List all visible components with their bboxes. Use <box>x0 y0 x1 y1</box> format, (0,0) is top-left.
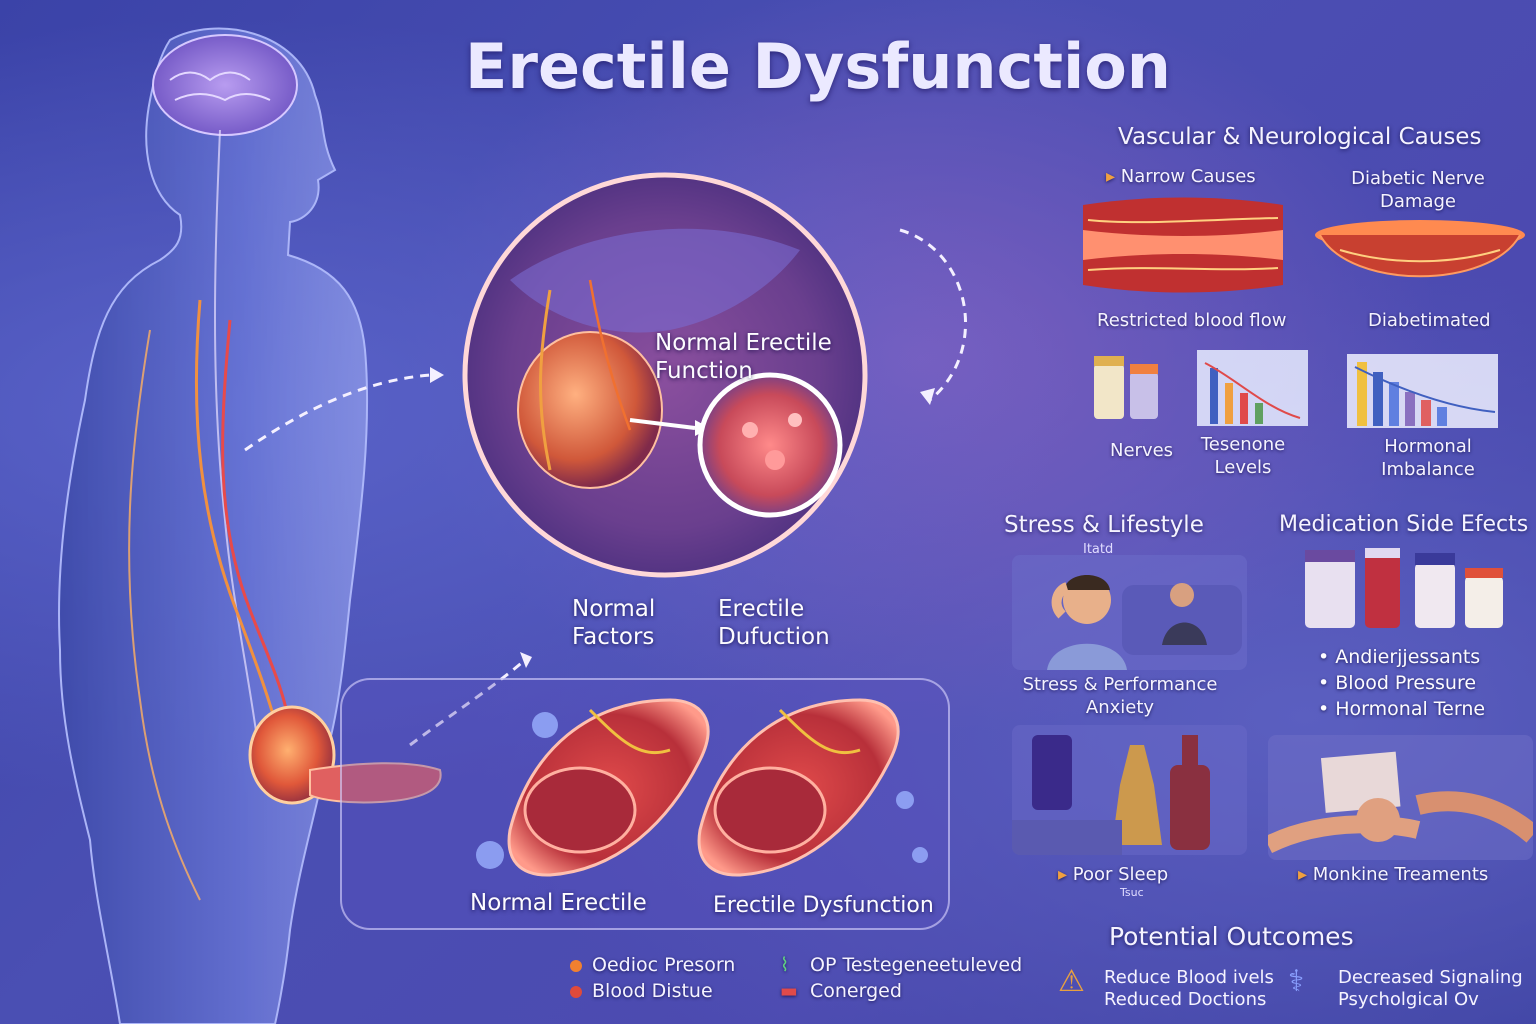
dashed-arrows <box>244 228 967 747</box>
normal-vessel <box>507 698 710 877</box>
outcomes-heading: Potential Outcomes <box>1109 922 1354 951</box>
narrow-causes-label: Narrow Causes <box>1106 166 1256 189</box>
couple-treatment-image <box>1268 735 1533 860</box>
poor-sleep-sub: Tsuc <box>1120 886 1144 899</box>
stress-caption: Itatd <box>1083 542 1114 557</box>
magnified-anatomy-circle <box>462 172 868 578</box>
red-dot-icon <box>570 985 582 998</box>
running-person-icon: ⚠ <box>1058 964 1085 999</box>
medication-item: Andierjjessants <box>1318 644 1485 670</box>
erectile-dufuction-label: Erectile Dufuction <box>718 596 830 650</box>
vessel-icon: ▬ <box>780 980 798 1002</box>
performance-anxiety-label: Stress & Performance Anxiety <box>1022 674 1218 718</box>
testosterone-chart-image <box>1197 350 1308 426</box>
medicine-bottles-image <box>1094 356 1158 419</box>
nerve-icon: ⌇ <box>780 954 790 976</box>
diabetic-nerve-damage-label: Diabetic Nerve Damage <box>1351 168 1485 212</box>
outcomes-col-1: Reduce Blood ivels Reduced Doctions <box>1104 967 1274 1010</box>
page-title: Erectile Dysfunction <box>465 30 1171 103</box>
medication-bottles-image <box>1305 548 1503 628</box>
legend-col-1: Oedioc Presorn Blood Distue <box>570 952 735 1004</box>
medication-item: Blood Pressure <box>1318 670 1485 696</box>
normal-erectile-label: Normal Erectile <box>470 890 647 916</box>
legend-col-2: ⌇OP Testegeneetuleved ▬Conerged <box>780 954 1023 1002</box>
erectile-dysfunction-label: Erectile Dysfunction <box>713 893 934 918</box>
poor-sleep-label: Poor Sleep <box>1058 864 1168 887</box>
brain-signal-icon: ⚕ <box>1288 964 1305 999</box>
hormonal-imbalance-label: Hormonal Imbalance <box>1381 436 1475 480</box>
nerve-damage-image <box>1315 220 1525 278</box>
medication-item: Hormonal Terne <box>1318 696 1485 722</box>
medication-heading: Medication Side Efects <box>1279 512 1529 537</box>
normal-factors-label: Normal Factors <box>572 596 656 650</box>
normal-erectile-function-label: Normal Erectile Function <box>655 330 832 384</box>
alcohol-bottles-image <box>1012 725 1247 855</box>
orange-dot-icon <box>570 959 582 972</box>
restricted-blood-flow-label: Restricted blood flow <box>1097 310 1287 331</box>
diabetimated-label: Diabetimated <box>1368 310 1491 331</box>
nerves-label: Nerves <box>1110 440 1174 461</box>
tesenone-levels-label: Tesenone Levels <box>1200 434 1286 478</box>
human-body-illustration <box>58 27 442 1024</box>
monkine-treatments-label: Monkine Treaments <box>1298 864 1489 887</box>
dysfunction-vessel <box>697 698 900 877</box>
stress-heading: Stress & Lifestyle <box>1004 512 1204 538</box>
vessel-cross-sections <box>476 698 928 877</box>
narrowed-artery-image <box>1083 197 1283 293</box>
stressed-man-image <box>1012 555 1247 670</box>
hormonal-chart-image <box>1347 354 1498 428</box>
vascular-heading: Vascular & Neurological Causes <box>1118 124 1482 150</box>
outcomes-col-2: Decreased Signaling Psycholgical Ov <box>1338 967 1523 1010</box>
medication-list: Andierjjessants Blood Pressure Hormonal … <box>1318 644 1485 722</box>
